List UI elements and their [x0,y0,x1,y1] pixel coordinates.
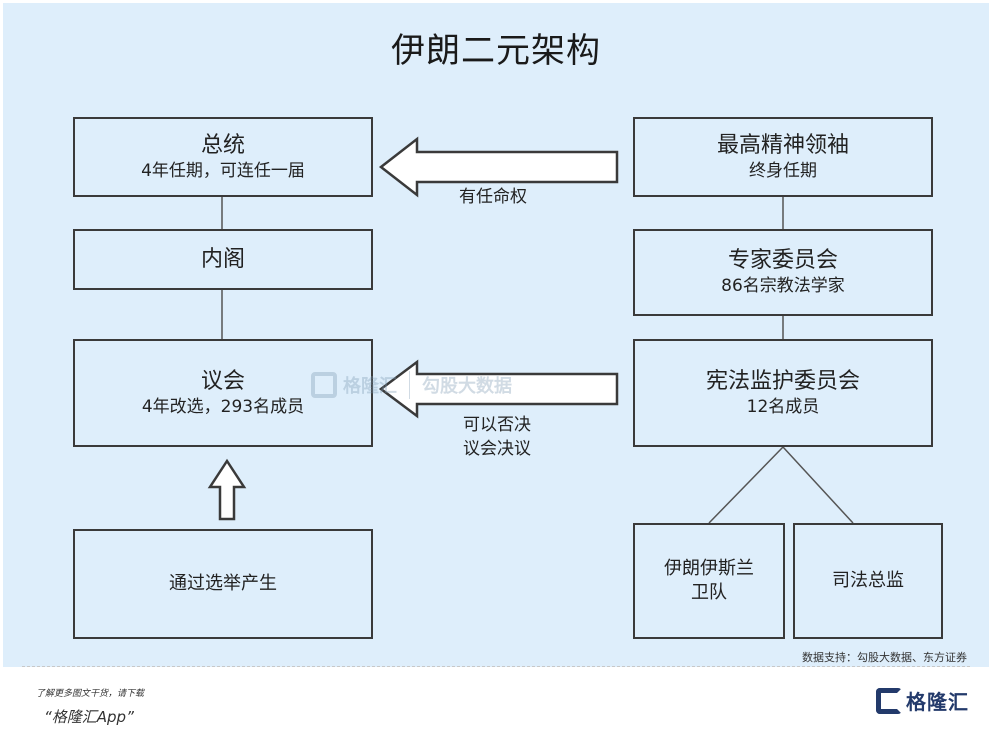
supreme-leader-title: 最高精神领袖 [716,132,849,158]
brand-logo: 格隆汇 [876,686,969,715]
watermark-logo-icon [311,372,337,398]
connector-guardian-irgc [708,446,784,524]
diagram-canvas: 伊朗二元架构 总统 4年任期，可连任一届 内阁 议会 4年改选，293名成员 通… [3,3,989,667]
footer-prompt: 了解更多图文干货，请下载 [36,689,145,699]
judiciary-title: 司法总监 [832,570,904,591]
irgc-box: 伊朗伊斯兰 卫队 [633,523,785,639]
irgc-line-2: 卫队 [691,582,727,603]
judiciary-box: 司法总监 [793,523,943,639]
watermark: 格隆汇 勾股大数据 [311,365,611,405]
veto-label-1: 可以否决 [463,415,531,435]
data-source: 数据支持：勾股大数据、东方证券 [802,651,967,664]
veto-label-2: 议会决议 [463,439,531,459]
footer-divider [22,666,970,667]
diagram-title: 伊朗二元架构 [391,31,601,71]
assembly-experts-members: 86名宗教法学家 [721,276,845,296]
watermark-brand: 格隆汇 [343,376,397,397]
president-title: 总统 [200,132,245,158]
watermark-text: 勾股大数据 [422,376,512,397]
arrow-election [207,458,247,521]
assembly-experts-box: 专家委员会 86名宗教法学家 [633,229,933,316]
arrow-appoint [378,136,619,198]
president-term: 4年任期，可连任一届 [141,160,305,181]
watermark-divider [409,371,410,399]
parliament-term: 4年改选，293名成员 [141,396,305,417]
election-box: 通过选举产生 [73,529,373,639]
cabinet-title: 内阁 [200,246,245,272]
assembly-experts-title: 专家委员会 [727,248,838,273]
connector-guardian-judiciary [782,446,854,524]
guardian-council-members: 12名成员 [746,396,820,417]
parliament-box: 议会 4年改选，293名成员 [73,339,373,447]
parliament-title: 议会 [200,368,245,394]
appoint-label: 有任命权 [459,187,527,207]
connector-layer [207,136,854,524]
brand-logo-icon [876,687,902,714]
guardian-council-box: 宪法监护委员会 12名成员 [633,339,933,447]
supreme-leader-term: 终身任期 [749,160,817,181]
guardian-council-title: 宪法监护委员会 [705,368,860,394]
supreme-leader-box: 最高精神领袖 终身任期 [633,117,933,197]
cabinet-box: 内阁 [73,229,373,290]
president-box: 总统 4年任期，可连任一届 [73,117,373,197]
irgc-line-1: 伊朗伊斯兰 [664,558,754,579]
election-label: 通过选举产生 [169,573,277,594]
brand-logo-text: 格隆汇 [906,690,969,714]
footer-app-name: “格隆汇App” [44,708,134,726]
arrow-veto [378,359,619,419]
